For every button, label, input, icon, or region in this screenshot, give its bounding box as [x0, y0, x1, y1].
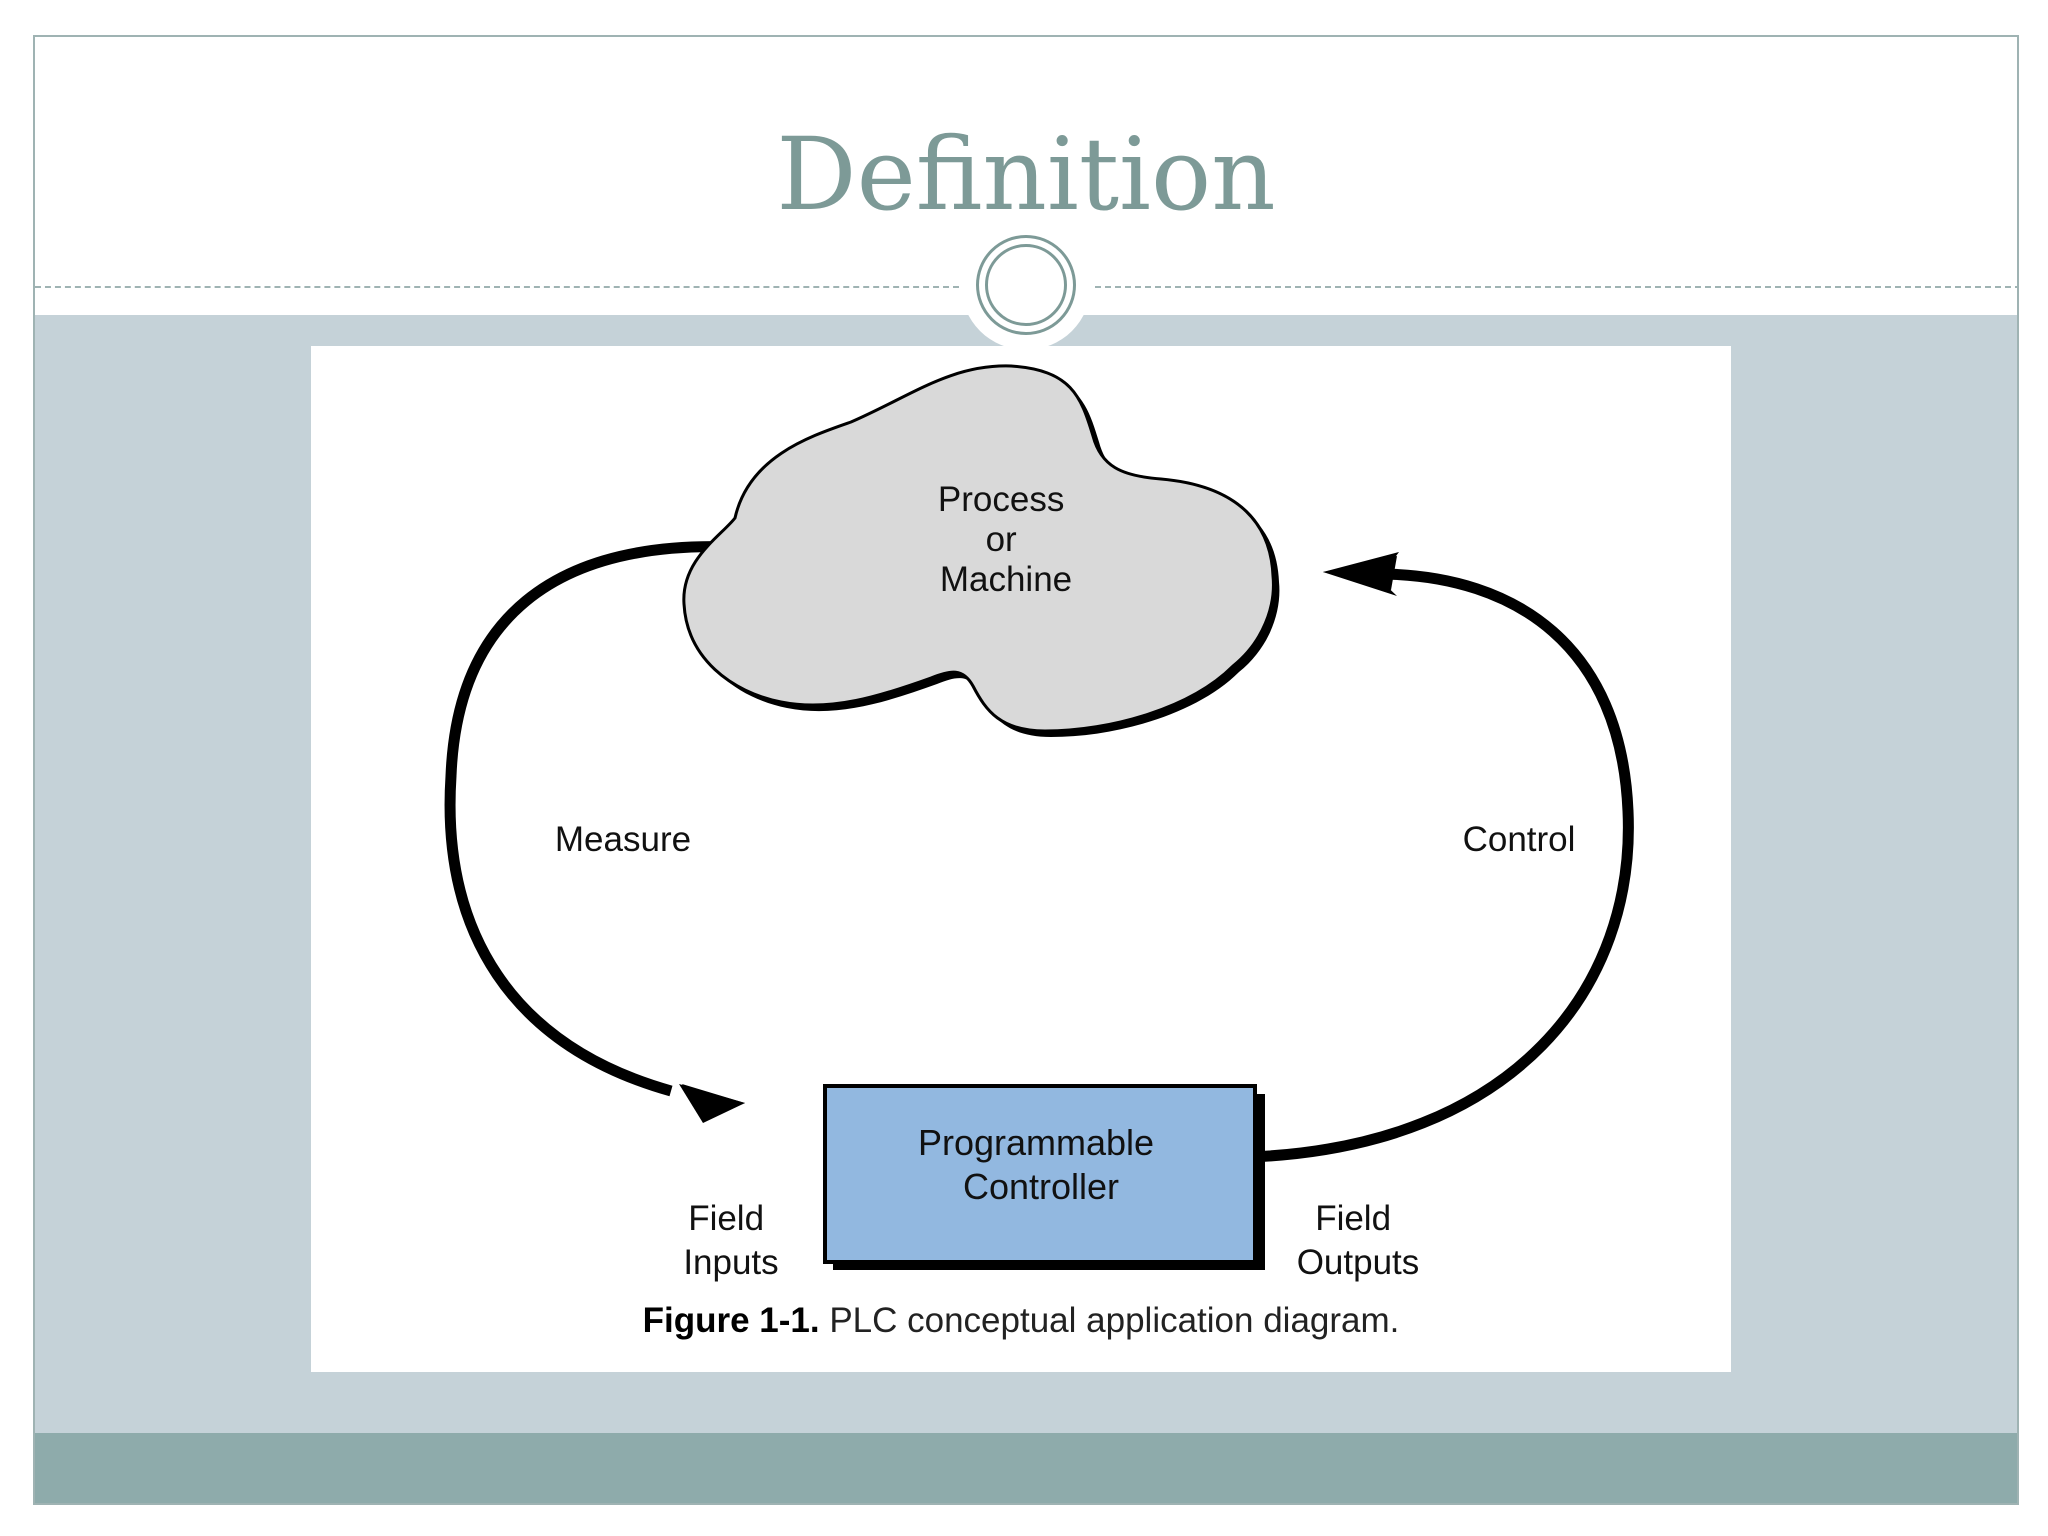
svg-text:Process or Mac: Process or Machine [938, 480, 1074, 599]
title-divider-right [1095, 286, 2017, 288]
field-outputs-line-1: Field [1315, 1199, 1391, 1238]
figure-panel: Process or Machine Programmable Controll… [311, 346, 1731, 1372]
field-outputs-line-2: Outputs [1297, 1243, 1420, 1282]
title-divider-left [35, 286, 959, 288]
control-loop-line [1250, 568, 1634, 1163]
control-label: Control [1463, 820, 1576, 859]
process-cloud-shape [682, 364, 1275, 733]
control-arrowhead-barb-icon [1323, 552, 1399, 596]
process-label-line-3: Machine [940, 560, 1072, 599]
process-label-line-1: Process [938, 480, 1064, 519]
svg-text:Field Outputs: Field Outputs [1297, 1199, 1420, 1282]
measure-label: Measure [555, 820, 691, 859]
figure-caption-text: PLC conceptual application diagram. [819, 1301, 1400, 1340]
figure-caption-prefix: Figure 1-1. [642, 1301, 820, 1340]
plc-diagram: Process or Machine Programmable Controll… [444, 364, 1634, 1282]
process-label-line-2: or [986, 520, 1017, 559]
footer-band [35, 1433, 2017, 1503]
slide-title: Definition [776, 116, 1276, 233]
controller-label-line-1: Programmable [918, 1122, 1154, 1163]
field-inputs-line-2: Inputs [683, 1243, 778, 1282]
controller-label-line-2: Controller [963, 1166, 1119, 1207]
svg-text:Programmable Controlle: Programmable Controller [918, 1122, 1164, 1207]
svg-text:Field Inputs: Field Inputs [683, 1199, 778, 1282]
slide-frame: Definition Process or Machine [33, 35, 2019, 1505]
measure-loop-line [444, 541, 732, 1097]
field-inputs-line-1: Field [688, 1199, 764, 1238]
measure-arrowhead-barb-icon [679, 1084, 745, 1123]
ornament-circle-icon [976, 235, 1076, 335]
figure-caption: Figure 1-1. PLC conceptual application d… [311, 1301, 1731, 1341]
programmable-controller-box [823, 1084, 1257, 1264]
ornament-inner-circle-icon [985, 244, 1067, 326]
